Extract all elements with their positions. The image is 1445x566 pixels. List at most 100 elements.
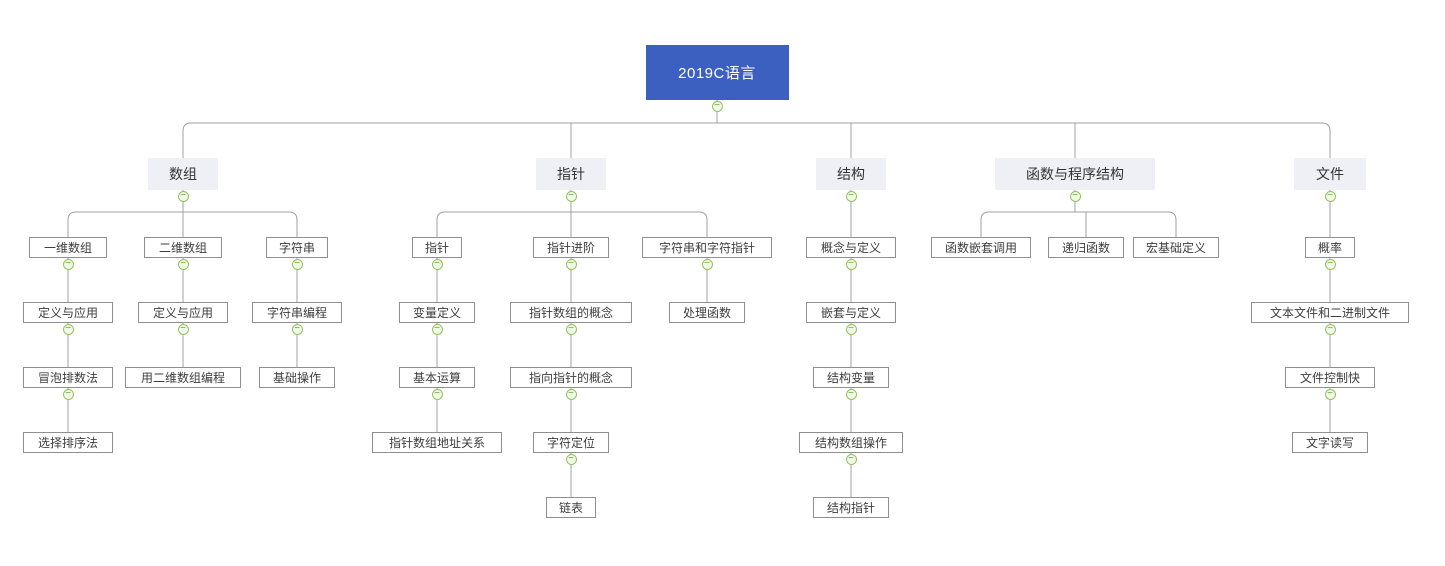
node-label: 指针数组地址关系 xyxy=(388,436,485,450)
node-label: 函数嵌套调用 xyxy=(944,241,1017,255)
node-label: 变量定义 xyxy=(412,306,461,320)
node-label: 文件控制快 xyxy=(1299,371,1360,385)
collapse-minus-icon-gailv[interactable]: − xyxy=(1324,259,1336,270)
mindmap-node-qtdy[interactable]: 函数嵌套调用 xyxy=(931,237,1031,258)
mindmap-node-jgszcz[interactable]: 结构数组操作 xyxy=(799,432,903,453)
mindmap-node-lb[interactable]: 链表 xyxy=(546,497,596,518)
collapse-minus-icon-yiwei[interactable]: − xyxy=(62,259,74,270)
node-label: 递归函数 xyxy=(1061,241,1110,255)
node-label: 选择排序法 xyxy=(37,436,98,450)
mindmap-node-jinjie[interactable]: 指针进阶 xyxy=(533,237,609,258)
mindmap-node-hong[interactable]: 宏基础定义 xyxy=(1133,237,1219,258)
mindmap-node-jiegou[interactable]: 结构 xyxy=(816,158,886,190)
collapse-minus-icon-jgbl[interactable]: − xyxy=(845,389,857,400)
collapse-minus-icon-zfc[interactable]: − xyxy=(291,259,303,270)
collapse-minus-icon-qtydy[interactable]: − xyxy=(845,324,857,335)
mindmap-node-jbys[interactable]: 基本运算 xyxy=(399,367,475,388)
mindmap-node-dyyy2[interactable]: 定义与应用 xyxy=(138,302,228,323)
node-label: 概念与定义 xyxy=(820,241,881,255)
collapse-minus-icon-root[interactable]: − xyxy=(711,101,723,112)
mindmap-node-dyyy1[interactable]: 定义与应用 xyxy=(23,302,113,323)
collapse-minus-icon-dyyy1[interactable]: − xyxy=(62,324,74,335)
mindmap-node-clhs[interactable]: 处理函数 xyxy=(669,302,745,323)
collapse-minus-icon-jiegou[interactable]: − xyxy=(845,191,857,202)
collapse-minus-icon-mppsf[interactable]: − xyxy=(62,389,74,400)
mindmap-node-zhizhen[interactable]: 指针 xyxy=(536,158,606,190)
mindmap-node-hanshu[interactable]: 函数与程序结构 xyxy=(995,158,1155,190)
node-label: 链表 xyxy=(558,501,583,515)
mindmap-node-shuzu[interactable]: 数组 xyxy=(148,158,218,190)
collapse-minus-icon-zhizhen[interactable]: − xyxy=(565,191,577,202)
mindmap-node-zzszdz[interactable]: 指针数组地址关系 xyxy=(372,432,502,453)
mindmap-node-zz2[interactable]: 指针 xyxy=(412,237,462,258)
mindmap-node-erwei[interactable]: 二维数组 xyxy=(144,237,222,258)
mindmap-node-zzhz[interactable]: 字符串和字符指针 xyxy=(642,237,772,258)
collapse-minus-icon-wbwj[interactable]: − xyxy=(1324,324,1336,335)
mindmap-node-bldy[interactable]: 变量定义 xyxy=(399,302,475,323)
collapse-minus-icon-bldy[interactable]: − xyxy=(431,324,443,335)
mindmap-node-yewsz[interactable]: 用二维数组编程 xyxy=(125,367,241,388)
mindmap-node-zfc[interactable]: 字符串 xyxy=(266,237,328,258)
mindmap-node-jccz[interactable]: 基础操作 xyxy=(259,367,335,388)
collapse-minus-icon-zfcbc[interactable]: − xyxy=(291,324,303,335)
node-label: 基本运算 xyxy=(412,371,461,385)
node-label: 函数与程序结构 xyxy=(1026,166,1124,182)
collapse-minus-icon-jbys[interactable]: − xyxy=(431,389,443,400)
node-label: 文字读写 xyxy=(1305,436,1354,450)
mindmap-node-zfdw[interactable]: 字符定位 xyxy=(533,432,609,453)
node-label: 结构变量 xyxy=(826,371,875,385)
node-label: 指针数组的概念 xyxy=(528,306,613,320)
node-label: 二维数组 xyxy=(158,241,207,255)
mindmap-node-gailv[interactable]: 概率 xyxy=(1305,237,1355,258)
collapse-minus-icon-erwei[interactable]: − xyxy=(177,259,189,270)
node-label: 定义与应用 xyxy=(37,306,98,320)
mindmap-node-jgbl[interactable]: 结构变量 xyxy=(813,367,889,388)
mindmap-node-mppsf[interactable]: 冒泡排数法 xyxy=(23,367,113,388)
node-label: 结构 xyxy=(837,166,865,182)
mindmap-node-zfcbc[interactable]: 字符串编程 xyxy=(252,302,342,323)
node-label: 指针 xyxy=(424,241,449,255)
collapse-minus-icon-jgszcz[interactable]: − xyxy=(845,454,857,465)
node-label: 宏基础定义 xyxy=(1145,241,1206,255)
collapse-minus-icon-dyyy2[interactable]: − xyxy=(177,324,189,335)
node-label: 指针 xyxy=(557,166,585,182)
mindmap-node-jgzz[interactable]: 结构指针 xyxy=(813,497,889,518)
collapse-minus-icon-wjkzk[interactable]: − xyxy=(1324,389,1336,400)
connector-root xyxy=(182,100,1331,158)
collapse-minus-icon-wenjian[interactable]: − xyxy=(1324,191,1336,202)
collapse-minus-icon-jinjie[interactable]: − xyxy=(565,259,577,270)
node-label: 嵌套与定义 xyxy=(820,306,881,320)
mindmap-node-xzpxf[interactable]: 选择排序法 xyxy=(23,432,113,453)
node-label: 字符串编程 xyxy=(266,306,327,320)
collapse-minus-icon-zfdw[interactable]: − xyxy=(565,454,577,465)
node-label: 概率 xyxy=(1317,241,1342,255)
mindmap-node-yiwei[interactable]: 一维数组 xyxy=(29,237,107,258)
node-label: 字符串 xyxy=(278,241,315,255)
mindmap-node-wjkzk[interactable]: 文件控制快 xyxy=(1285,367,1375,388)
mindmap-node-zxzzgn[interactable]: 指向指针的概念 xyxy=(510,367,632,388)
collapse-minus-icon-shuzu[interactable]: − xyxy=(177,191,189,202)
collapse-minus-icon-zxzzgn[interactable]: − xyxy=(565,389,577,400)
mindmap-node-gainian[interactable]: 概念与定义 xyxy=(806,237,896,258)
mindmap-node-zzszgn[interactable]: 指针数组的概念 xyxy=(510,302,632,323)
node-label: 一维数组 xyxy=(43,241,92,255)
collapse-minus-icon-gainian[interactable]: − xyxy=(845,259,857,270)
node-label: 数组 xyxy=(169,166,197,182)
mindmap-node-wbwj[interactable]: 文本文件和二进制文件 xyxy=(1251,302,1409,323)
collapse-minus-icon-zz2[interactable]: − xyxy=(431,259,443,270)
mindmap-node-wzdx[interactable]: 文字读写 xyxy=(1292,432,1368,453)
node-label: 冒泡排数法 xyxy=(37,371,98,385)
node-label: 结构指针 xyxy=(826,501,875,515)
node-label: 字符定位 xyxy=(546,436,595,450)
mindmap-node-qtydy[interactable]: 嵌套与定义 xyxy=(806,302,896,323)
node-label: 指针进阶 xyxy=(546,241,595,255)
collapse-minus-icon-hanshu[interactable]: − xyxy=(1069,191,1081,202)
collapse-minus-icon-zzhz[interactable]: − xyxy=(701,259,713,270)
node-label: 文本文件和二进制文件 xyxy=(1269,306,1390,320)
mindmap-node-wenjian[interactable]: 文件 xyxy=(1294,158,1366,190)
collapse-minus-icon-zzszgn[interactable]: − xyxy=(565,324,577,335)
node-label: 字符串和字符指针 xyxy=(658,241,755,255)
mindmap-node-digui[interactable]: 递归函数 xyxy=(1048,237,1124,258)
mindmap-node-root[interactable]: 2019C语言 xyxy=(645,45,789,100)
